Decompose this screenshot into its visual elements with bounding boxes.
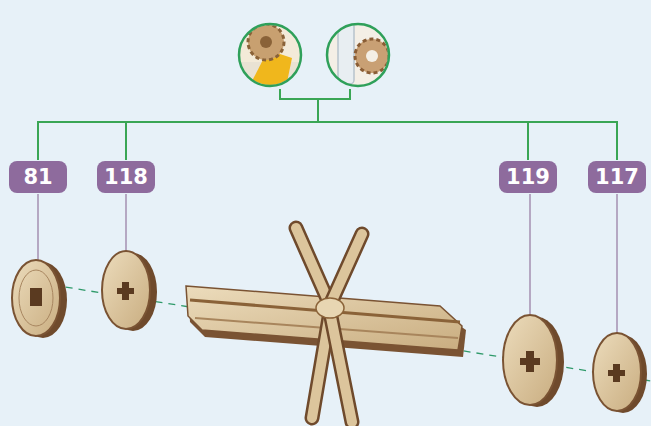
washer [102, 251, 157, 331]
glue-icon [239, 24, 301, 92]
washer [593, 333, 647, 413]
callout-badge: 81 [9, 161, 67, 193]
leader-line [38, 194, 617, 334]
washer [503, 315, 564, 407]
callout-number: 118 [104, 167, 148, 188]
callout-badge: 117 [588, 161, 646, 193]
washer [12, 260, 67, 338]
axle [186, 228, 466, 422]
callout-number: 119 [506, 167, 550, 188]
callout-number: 117 [595, 167, 639, 188]
callout-badge: 118 [97, 161, 155, 193]
bracket [38, 89, 617, 160]
callout-number: 81 [23, 167, 52, 188]
sandpaper-icon [327, 22, 389, 86]
callout-badge: 119 [499, 161, 557, 193]
